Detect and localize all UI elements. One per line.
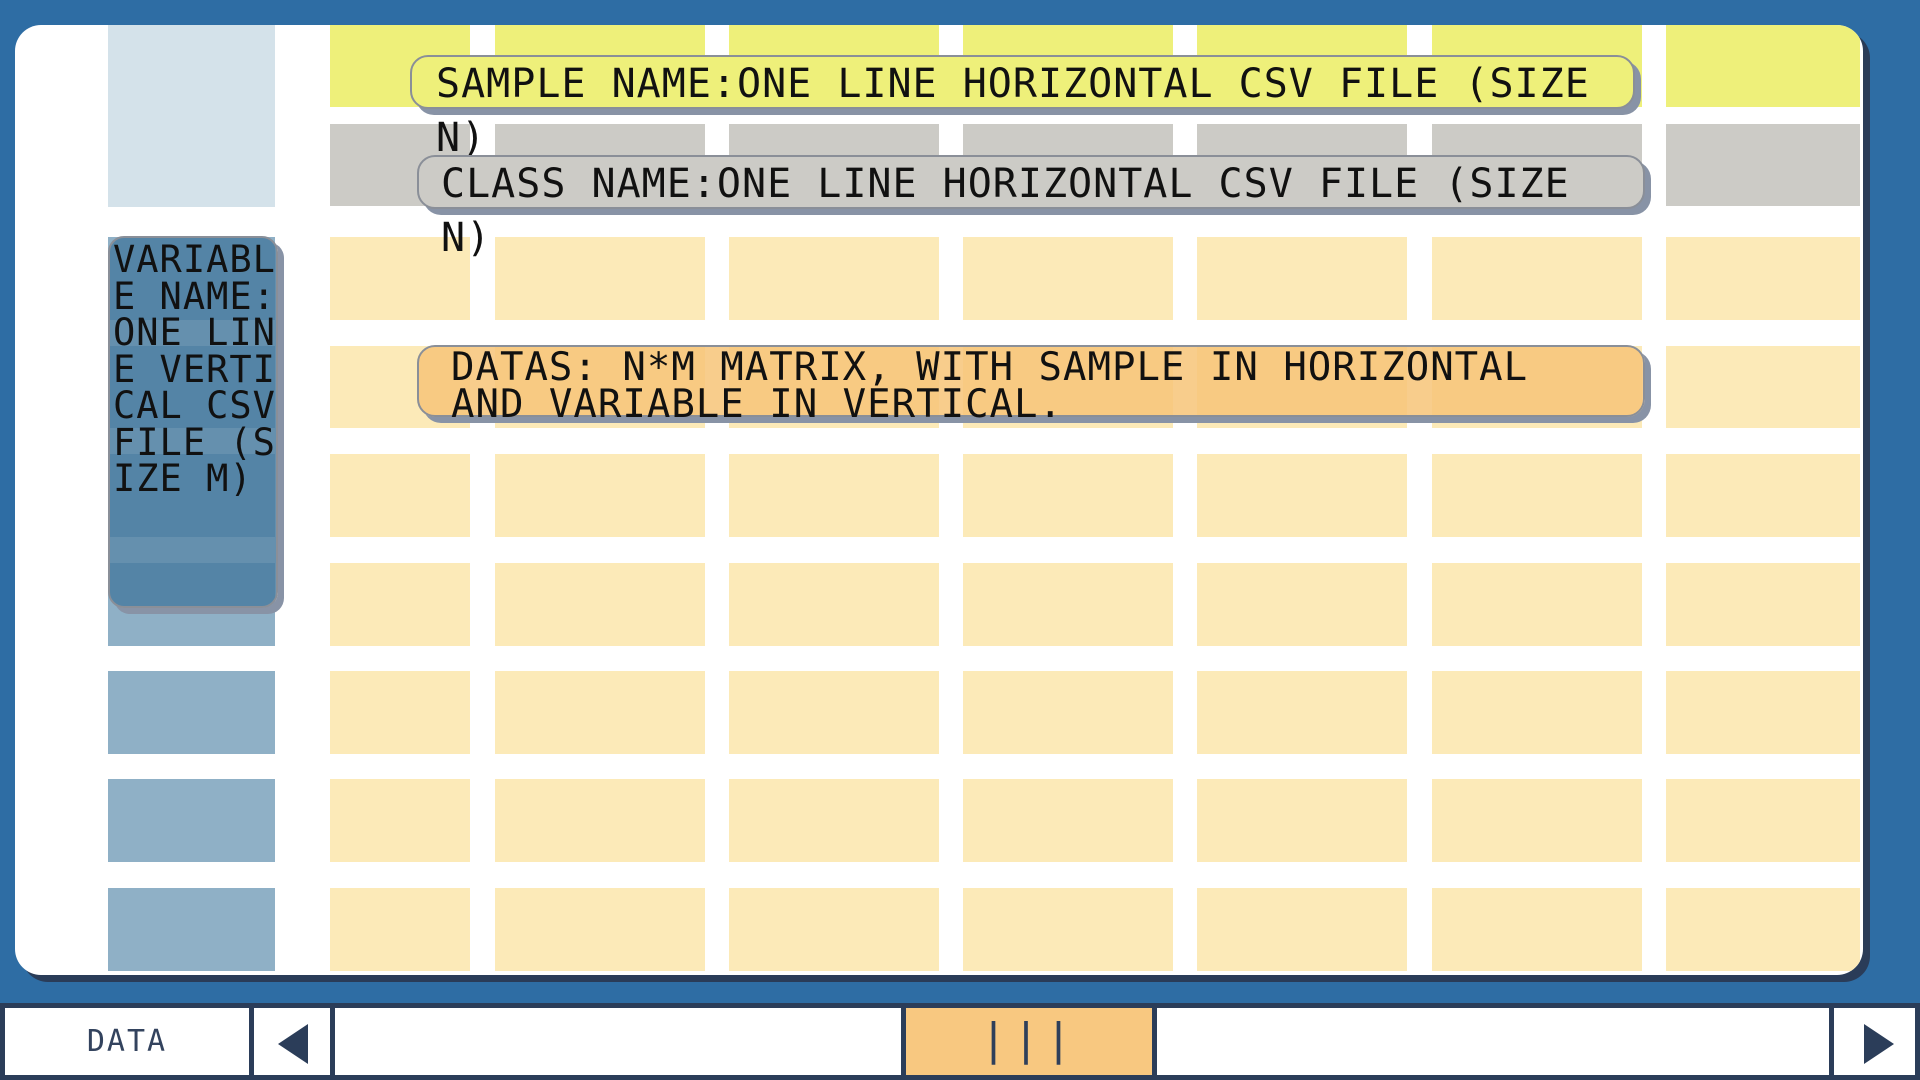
bottom-bar: DATA |||	[0, 1003, 1920, 1080]
triangle-right-icon	[1864, 1024, 1894, 1064]
triangle-left-icon	[278, 1024, 308, 1064]
data-cell[interactable]	[1666, 237, 1860, 320]
scroll-left-button[interactable]	[249, 1003, 335, 1080]
sample-name-label: SAMPLE NAME:ONE LINE HORIZONTAL CSV FILE…	[410, 55, 1635, 161]
data-cell[interactable]	[1432, 779, 1642, 862]
datas-label: DATAS: N*M MATRIX, WITH SAMPLE IN HORIZO…	[417, 345, 1645, 424]
data-cell[interactable]	[1197, 888, 1407, 971]
data-cell[interactable]	[495, 888, 705, 971]
data-cell[interactable]	[1666, 671, 1860, 754]
data-cell[interactable]	[495, 237, 705, 320]
data-cell[interactable]	[330, 563, 470, 646]
grip-icon: |||	[980, 1014, 1078, 1065]
data-cell[interactable]	[330, 888, 470, 971]
variable-name-label: VARIABLE NAME: ONE LINE VERTICAL CSV FIL…	[108, 236, 278, 608]
data-cell[interactable]	[729, 779, 939, 862]
data-cell[interactable]	[495, 563, 705, 646]
data-tab-label: DATA	[86, 1024, 168, 1059]
data-cell[interactable]	[963, 779, 1173, 862]
data-cell[interactable]	[1197, 454, 1407, 537]
data-cell[interactable]	[963, 454, 1173, 537]
data-cell[interactable]	[1197, 671, 1407, 754]
data-cell[interactable]	[729, 454, 939, 537]
data-cell[interactable]	[963, 671, 1173, 754]
data-cell[interactable]	[330, 454, 470, 537]
data-cell[interactable]	[1666, 346, 1860, 428]
data-cell[interactable]	[1666, 779, 1860, 862]
sample-cell[interactable]	[1666, 25, 1860, 107]
data-cell[interactable]	[1432, 563, 1642, 646]
data-cell[interactable]	[495, 671, 705, 754]
data-cell[interactable]	[495, 454, 705, 537]
variable-cell[interactable]	[108, 779, 275, 862]
data-cell[interactable]	[1432, 454, 1642, 537]
class-cell[interactable]	[1666, 124, 1860, 206]
data-cell[interactable]	[330, 237, 470, 320]
data-cell[interactable]	[330, 779, 470, 862]
variable-cell[interactable]	[108, 888, 275, 971]
data-cell[interactable]	[729, 888, 939, 971]
data-cell[interactable]	[1666, 454, 1860, 537]
data-cell[interactable]	[330, 671, 470, 754]
data-cell[interactable]	[495, 779, 705, 862]
data-cell[interactable]	[1666, 888, 1860, 971]
variable-cell[interactable]	[108, 671, 275, 754]
data-cell[interactable]	[1432, 888, 1642, 971]
data-cell[interactable]	[963, 237, 1173, 320]
data-cell[interactable]	[729, 237, 939, 320]
data-cell[interactable]	[963, 563, 1173, 646]
data-cell[interactable]	[1197, 563, 1407, 646]
data-cell[interactable]	[963, 888, 1173, 971]
data-cell[interactable]	[729, 563, 939, 646]
scrollbar-thumb[interactable]: |||	[901, 1003, 1157, 1080]
data-cell[interactable]	[729, 671, 939, 754]
data-cell[interactable]	[1666, 563, 1860, 646]
corner-cell[interactable]	[108, 25, 275, 207]
data-tab[interactable]: DATA	[0, 1003, 254, 1080]
data-cell[interactable]	[1197, 779, 1407, 862]
scroll-right-button[interactable]	[1829, 1003, 1920, 1080]
data-cell[interactable]	[1432, 671, 1642, 754]
data-cell[interactable]	[1432, 237, 1642, 320]
data-cell[interactable]	[1197, 237, 1407, 320]
class-name-label: CLASS NAME:ONE LINE HORIZONTAL CSV FILE …	[417, 155, 1645, 261]
